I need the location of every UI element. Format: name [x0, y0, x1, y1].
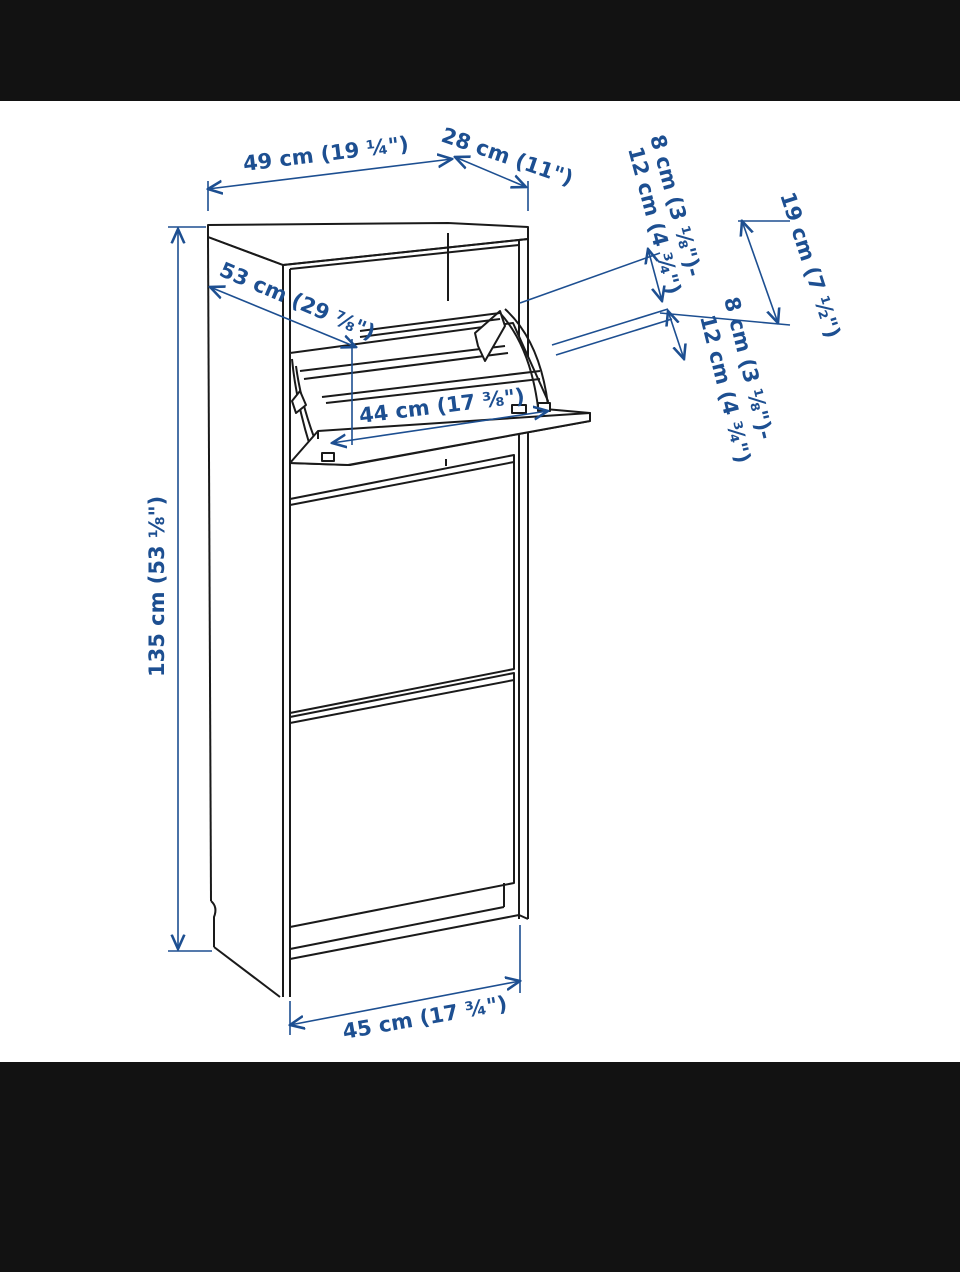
- diagonal-label: 53 cm (29 ⅞"): [216, 258, 379, 345]
- height-label: 135 cm (53 ⅛"): [145, 496, 169, 677]
- top-black-bar: [0, 0, 960, 101]
- bottom-black-bar: [0, 1062, 960, 1272]
- depth-label: 28 cm (11"): [438, 123, 576, 190]
- width-top-label: 49 cm (19 ¼"): [242, 132, 410, 176]
- cabinet-outline: [207, 222, 591, 998]
- dimension-diagram: 49 cm (19 ¼") 28 cm (11") 8 cm (3 ⅛")- 1…: [0, 101, 960, 1062]
- shoe-cabinet-drawing: 49 cm (19 ¼") 28 cm (11") 8 cm (3 ⅛")- 1…: [145, 123, 845, 1044]
- compartment-height-label: 19 cm (7 ½"): [775, 189, 845, 341]
- dimension-lines: [168, 157, 791, 1035]
